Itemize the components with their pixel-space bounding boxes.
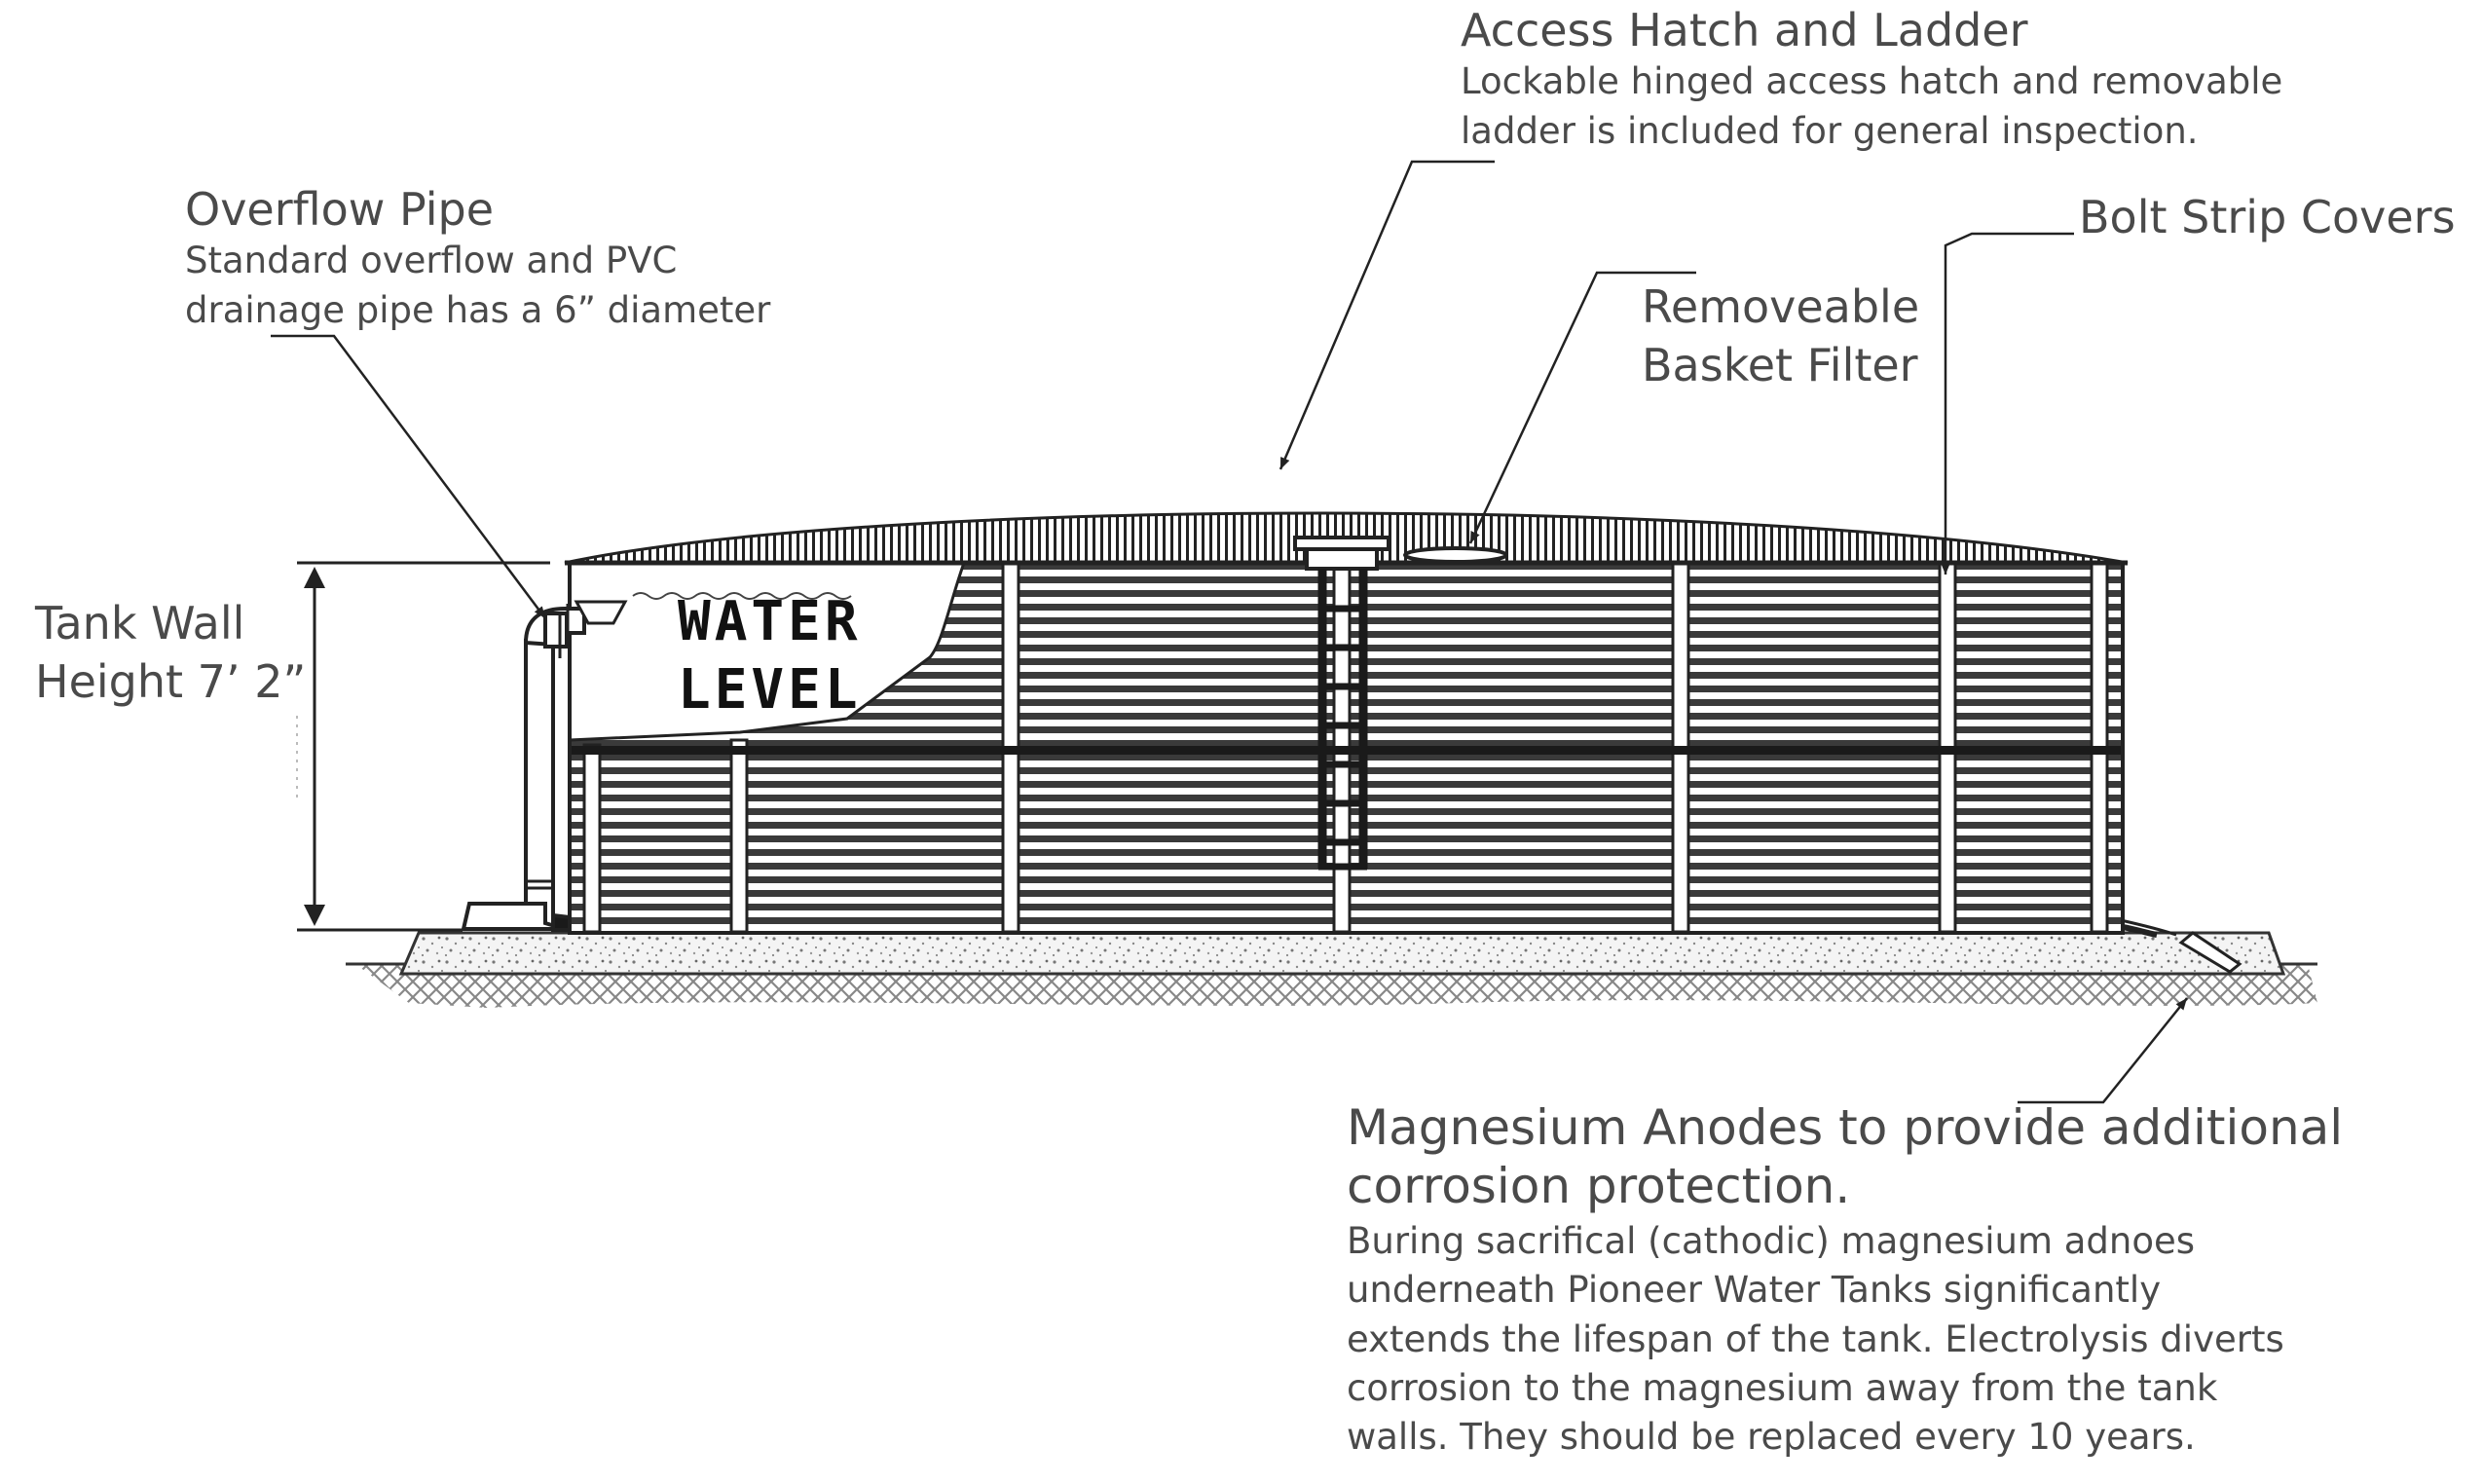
magnesium-line-4: corrosion to the magnesium away from the… bbox=[1347, 1366, 2218, 1409]
access-hatch-annotation: Access Hatch and Ladder Lockable hinged … bbox=[1461, 4, 2282, 156]
water-surface-wave bbox=[632, 592, 852, 600]
ladder bbox=[1317, 569, 1368, 871]
magnesium-title-line-1: Magnesium Anodes to provide additional bbox=[1347, 1099, 2344, 1156]
access-hatch bbox=[1293, 536, 1390, 571]
tank-wall-line-1: Tank Wall bbox=[35, 597, 245, 649]
leader-lines bbox=[271, 160, 2188, 1104]
gravel-pad bbox=[398, 931, 2286, 976]
bolt-strip-covers-label: Bolt Strip Covers bbox=[2079, 191, 2456, 243]
basket-filter bbox=[1403, 546, 1508, 564]
access-hatch-line-1: Lockable hinged access hatch and removab… bbox=[1461, 60, 2283, 103]
access-hatch-description: Lockable hinged access hatch and removab… bbox=[1461, 57, 2282, 156]
magnesium-title-line-2: corrosion protection. bbox=[1347, 1158, 1851, 1214]
leader-magnesium bbox=[2018, 997, 2188, 1104]
overflow-pipe-line-2: drainage pipe has a 6” diameter bbox=[185, 288, 771, 331]
leader-bolt-strip bbox=[1941, 232, 2074, 575]
access-hatch-line-2: ladder is included for general inspectio… bbox=[1461, 109, 2199, 152]
leader-basket-filter bbox=[1468, 271, 1696, 544]
overflow-pipe-line-1: Standard overflow and PVC bbox=[185, 240, 678, 282]
magnesium-line-5: walls. They should be replaced every 10 … bbox=[1347, 1416, 2196, 1459]
magnesium-title: Magnesium Anodes to provide additional c… bbox=[1347, 1098, 2343, 1215]
leader-overflow-pipe bbox=[271, 334, 547, 619]
water-level-label: WATER LEVEL bbox=[678, 588, 862, 724]
overflow-pipe-description: Standard overflow and PVC drainage pipe … bbox=[185, 237, 770, 335]
leader-access-hatch bbox=[1279, 160, 1495, 470]
cutaway-panel bbox=[568, 561, 967, 742]
magnesium-anodes-annotation: Magnesium Anodes to provide additional c… bbox=[1347, 1098, 2343, 1463]
height-dimension bbox=[296, 561, 550, 932]
water-level-line-2: LEVEL bbox=[678, 658, 862, 722]
basket-filter-line-2: Basket Filter bbox=[1642, 339, 1918, 391]
basket-filter-line-1: Removeable bbox=[1642, 280, 1920, 333]
magnesium-line-2: underneath Pioneer Water Tanks significa… bbox=[1347, 1269, 2162, 1312]
magnesium-line-1: Buring sacrifical (cathodic) magnesium a… bbox=[1347, 1220, 2196, 1262]
tank-wall-line-2: Height 7’ 2” bbox=[35, 655, 307, 708]
tank-wall-height-annotation: Tank Wall Height 7’ 2” bbox=[35, 594, 306, 711]
water-level-line-1: WATER bbox=[678, 590, 862, 653]
overflow-pipe-title: Overflow Pipe bbox=[185, 183, 495, 236]
basket-filter-annotation: Removeable Basket Filter bbox=[1642, 278, 1919, 394]
magnesium-description: Buring sacrifical (cathodic) magnesium a… bbox=[1347, 1217, 2343, 1463]
mid-band bbox=[570, 746, 2123, 755]
anode-detail bbox=[2120, 918, 2242, 974]
overflow-pipe-annotation: Overflow Pipe Standard overflow and PVC … bbox=[185, 183, 770, 335]
access-hatch-title: Access Hatch and Ladder bbox=[1461, 4, 2028, 56]
magnesium-line-3: extends the lifespan of the tank. Electr… bbox=[1347, 1317, 2284, 1360]
overflow-pipe bbox=[461, 600, 628, 932]
